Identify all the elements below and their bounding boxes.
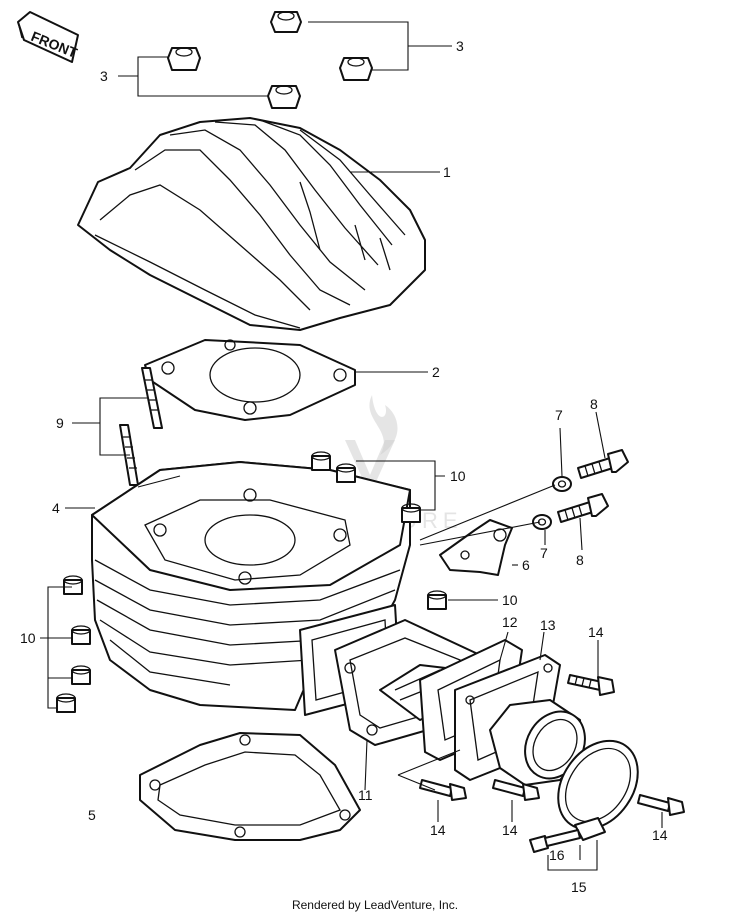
head-gasket — [144, 339, 356, 421]
cylinder-head-nuts — [167, 11, 373, 109]
callout-1: 1 — [443, 164, 451, 180]
bolt-lower — [557, 493, 609, 523]
dowel-pin — [56, 693, 76, 713]
dowel-pins — [56, 451, 447, 713]
intake-manifold — [454, 654, 586, 786]
bolt — [567, 674, 615, 696]
dowel-pin — [71, 665, 91, 685]
callout-16: 16 — [549, 847, 565, 863]
dowel-pin — [336, 463, 356, 483]
callout-11: 11 — [358, 787, 373, 803]
callout-8-lower: 8 — [576, 552, 584, 568]
dowel-pin — [71, 625, 91, 645]
callout-14-right: 14 — [652, 827, 668, 843]
nut-2 — [167, 47, 201, 71]
manifold-bolts — [419, 674, 685, 816]
callout-7-lower: 7 — [540, 545, 548, 561]
washer-upper — [552, 476, 572, 492]
clamp-screw — [529, 829, 581, 853]
base-gasket — [139, 732, 361, 841]
callout-13: 13 — [540, 617, 556, 633]
callout-10-left: 10 — [20, 630, 36, 646]
callout-7-upper: 7 — [555, 407, 563, 423]
callout-3-left: 3 — [100, 68, 108, 84]
callout-3-right: 3 — [456, 38, 464, 54]
dowel-pin — [401, 503, 421, 523]
callout-12: 12 — [502, 614, 518, 630]
cylinder-head — [77, 117, 426, 331]
callout-labels: 1 2 3 3 4 5 6 7 7 8 8 9 10 10 10 11 12 1… — [20, 38, 668, 895]
callout-14-top: 14 — [588, 624, 604, 640]
callout-8-upper: 8 — [590, 396, 598, 412]
credit-line: Rendered by LeadVenture, Inc. — [291, 898, 459, 912]
callout-14-left: 14 — [430, 822, 446, 838]
nut-3 — [339, 57, 373, 81]
front-arrow: FRONT — [17, 11, 80, 63]
bracket — [439, 519, 513, 576]
leader-lines — [40, 21, 663, 871]
dowel-pin — [427, 590, 447, 610]
callout-6: 6 — [522, 557, 530, 573]
washer-lower — [532, 514, 552, 530]
callout-10-top: 10 — [450, 468, 466, 484]
callout-5: 5 — [88, 807, 96, 823]
dowel-pin — [311, 451, 331, 471]
nut-4 — [267, 85, 301, 109]
callout-9: 9 — [56, 415, 64, 431]
cylinder-studs — [119, 367, 163, 486]
nut-1 — [270, 11, 302, 33]
washers-and-bolts — [532, 449, 629, 530]
bolt-upper — [577, 449, 629, 479]
callout-15: 15 — [571, 879, 587, 895]
bolt — [637, 794, 685, 816]
hose-clamp — [557, 739, 639, 841]
callout-2: 2 — [432, 364, 440, 380]
dowel-pin — [63, 575, 83, 595]
bolt — [492, 779, 540, 801]
bolt — [419, 779, 467, 801]
callout-14-mid: 14 — [502, 822, 518, 838]
callout-4: 4 — [52, 500, 60, 516]
callout-10-right: 10 — [502, 592, 518, 608]
